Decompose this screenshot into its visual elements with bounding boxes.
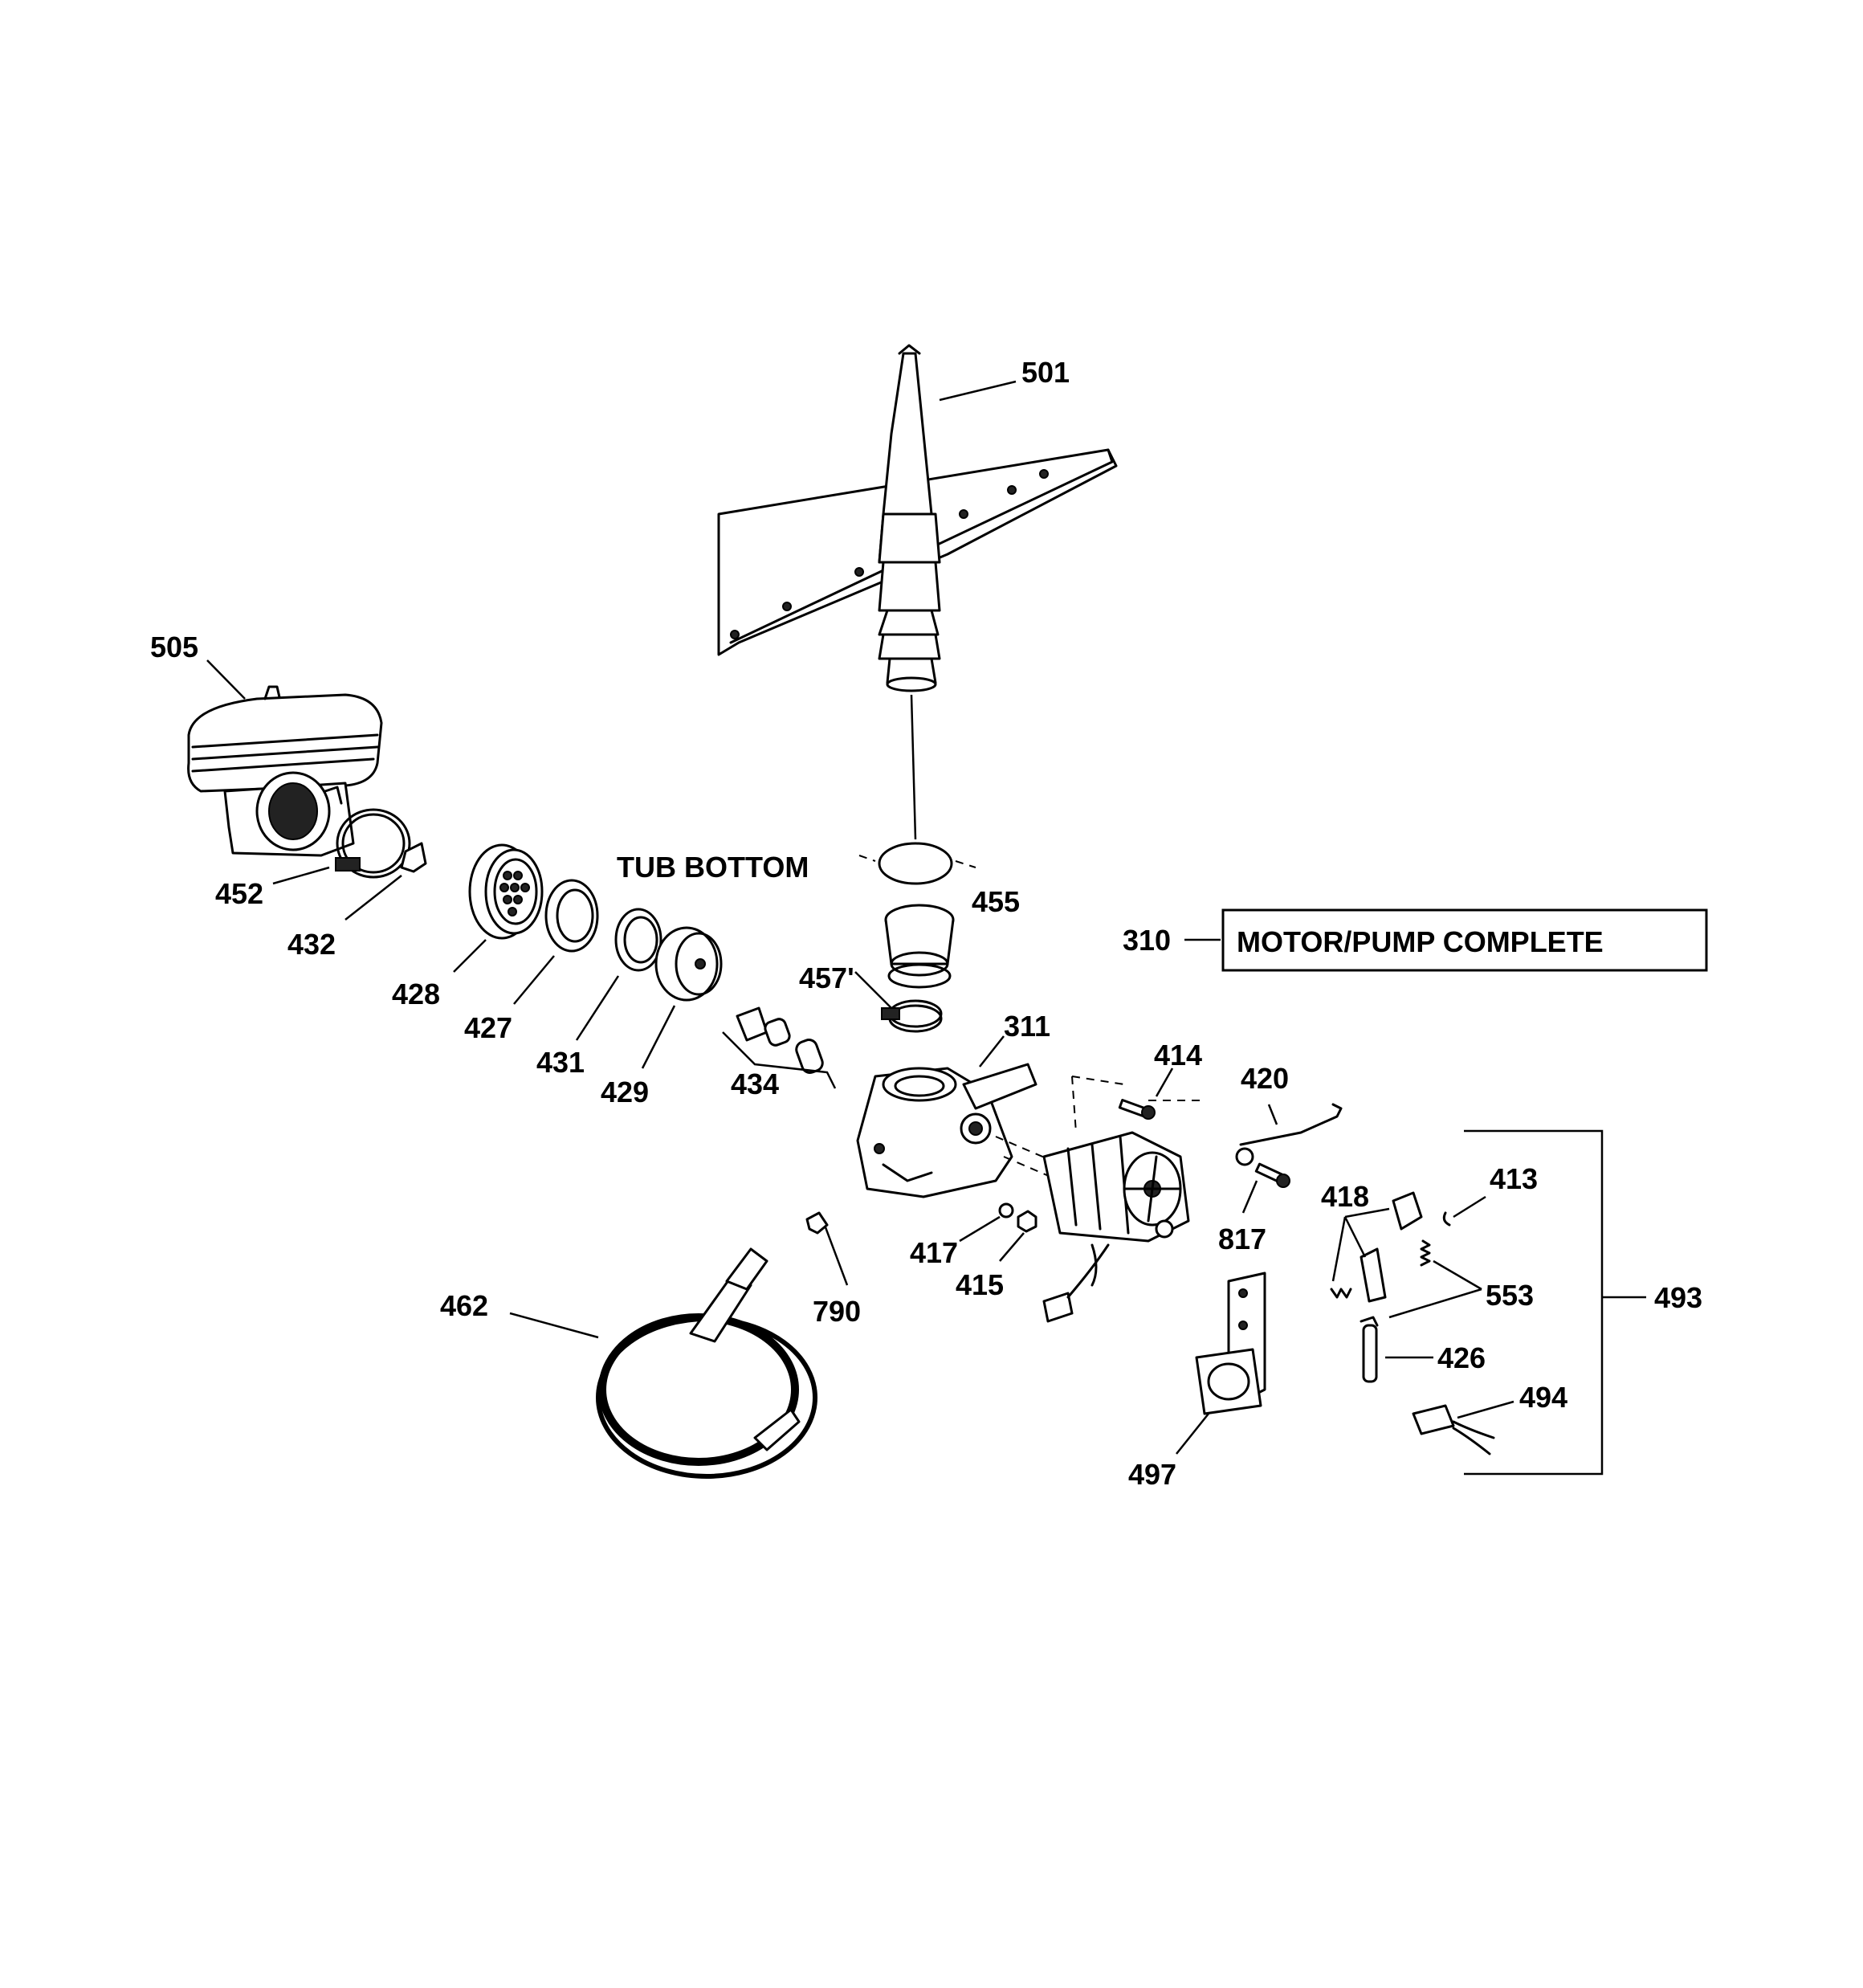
callout-457: 457' xyxy=(799,961,854,994)
assembly-dash-lines xyxy=(995,1076,1205,1182)
part-494-connector xyxy=(1412,1404,1495,1455)
part-817-screw xyxy=(1254,1162,1290,1188)
callout-418: 418 xyxy=(1321,1180,1369,1213)
callout-415: 415 xyxy=(956,1268,1004,1301)
part-417-washer xyxy=(998,1202,1014,1219)
part-413-ring xyxy=(1442,1211,1451,1227)
callout-431: 431 xyxy=(536,1046,585,1079)
bracket-493 xyxy=(1464,1129,1604,1476)
leader-311 xyxy=(979,1035,1005,1067)
part-505-sump xyxy=(187,685,383,857)
callout-417: 417 xyxy=(910,1236,958,1269)
callout-311: 311 xyxy=(1004,1010,1050,1043)
leader-553 xyxy=(1388,1259,1482,1319)
callout-817: 817 xyxy=(1218,1223,1266,1255)
leader-452 xyxy=(272,866,330,885)
part-418-bracket xyxy=(1392,1191,1423,1231)
callout-553: 553 xyxy=(1486,1279,1534,1312)
part-311-pump xyxy=(856,1063,1037,1198)
part-429-impeller xyxy=(654,926,723,1002)
part-501-spray-arm xyxy=(717,344,1118,692)
motor-pump-box xyxy=(1221,908,1708,972)
part-457-clamp xyxy=(881,999,943,1033)
leader-457 xyxy=(854,971,892,1009)
part-420-rod xyxy=(1239,1103,1343,1146)
callout-462: 462 xyxy=(440,1289,488,1322)
part-tub-gasket xyxy=(878,842,953,885)
part-434-fittings xyxy=(722,1006,837,1089)
part-432-clip xyxy=(400,842,427,873)
callout-432: 432 xyxy=(287,928,336,961)
part-553-spring-b xyxy=(1330,1288,1352,1299)
callout-420: 420 xyxy=(1241,1062,1289,1095)
part-452-clamp xyxy=(335,808,411,879)
callout-452: 452 xyxy=(215,877,263,910)
callout-434: 434 xyxy=(731,1067,779,1100)
callout-494: 494 xyxy=(1519,1381,1567,1414)
callout-428: 428 xyxy=(392,978,440,1010)
part-motor xyxy=(1042,1131,1190,1323)
callout-429: 429 xyxy=(601,1076,649,1108)
part-415-nut xyxy=(1017,1210,1037,1233)
part-428-filter xyxy=(468,843,544,940)
leader-432 xyxy=(344,875,402,921)
leader-413 xyxy=(1453,1195,1486,1219)
leader-418 xyxy=(1331,1207,1390,1282)
part-414-screw xyxy=(1118,1098,1156,1120)
alignment-line xyxy=(910,694,917,840)
leader-790 xyxy=(824,1227,849,1286)
part-426-pin xyxy=(1360,1316,1379,1383)
leader-505 xyxy=(206,659,246,700)
leader-462 xyxy=(509,1312,599,1339)
leader-497 xyxy=(1176,1413,1209,1455)
callout-493: 493 xyxy=(1654,1281,1702,1314)
leader-431 xyxy=(575,975,620,1041)
leader-494 xyxy=(1457,1400,1514,1419)
callout-501: 501 xyxy=(1021,356,1070,389)
leader-428 xyxy=(453,939,487,973)
leader-817 xyxy=(1241,1180,1258,1214)
leader-417 xyxy=(959,1215,1001,1243)
part-431-ring xyxy=(614,908,662,972)
part-427-ring xyxy=(544,879,599,953)
callout-427: 427 xyxy=(464,1011,512,1044)
motor-pump-box-label: MOTOR/PUMP COMPLETE xyxy=(1237,925,1604,958)
tub-bottom-label: TUB BOTTOM xyxy=(617,851,809,884)
callout-414: 414 xyxy=(1154,1039,1202,1072)
leader-420 xyxy=(1267,1104,1278,1125)
callout-310: 310 xyxy=(1123,924,1171,957)
part-455-seal xyxy=(884,904,955,989)
leader-501 xyxy=(939,380,1017,402)
callout-426: 426 xyxy=(1437,1341,1486,1374)
callout-497: 497 xyxy=(1128,1458,1176,1491)
tub-bottom-dash xyxy=(858,855,976,868)
callout-455: 455 xyxy=(972,885,1020,918)
part-553-spring-a xyxy=(1420,1239,1431,1267)
leader-427 xyxy=(513,955,555,1005)
callout-790: 790 xyxy=(813,1295,861,1328)
leader-415 xyxy=(999,1232,1025,1262)
callout-413: 413 xyxy=(1490,1162,1538,1195)
part-790-clip xyxy=(805,1211,829,1235)
part-418-plate xyxy=(1360,1247,1387,1303)
part-497-solenoid xyxy=(1195,1272,1266,1415)
leader-429 xyxy=(641,1005,676,1069)
callout-505: 505 xyxy=(150,631,198,663)
leader-414 xyxy=(1155,1067,1174,1097)
part-462-hose xyxy=(596,1247,817,1479)
